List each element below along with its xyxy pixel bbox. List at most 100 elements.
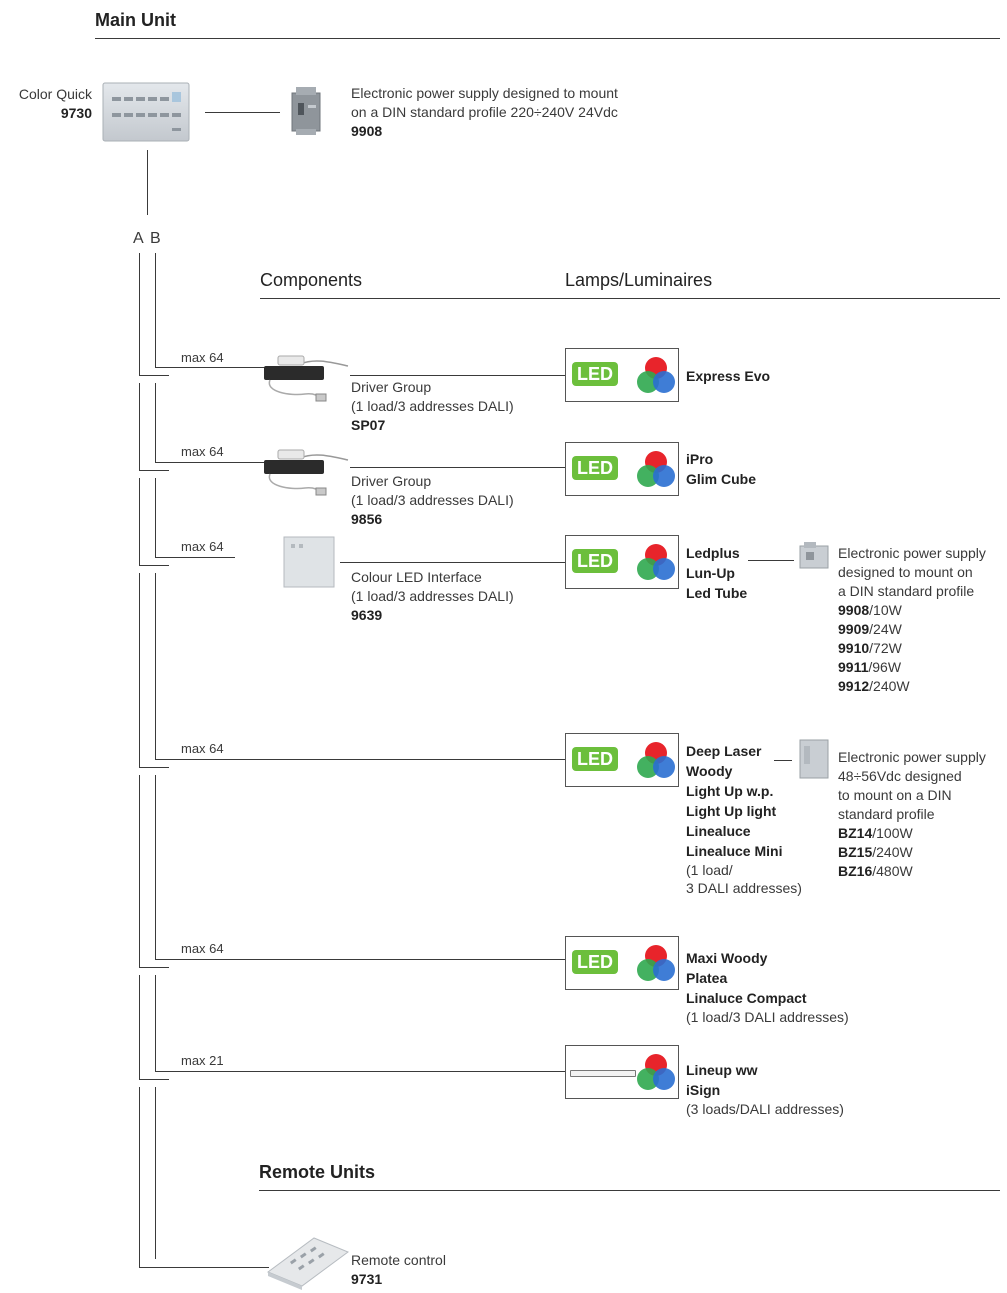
main-psu-desc-1: Electronic power supply designed to moun… [351, 84, 618, 103]
lamp-name: Linealuce Mini [686, 841, 802, 861]
lamp-name: iSign [686, 1080, 844, 1100]
row3-bus-link [155, 557, 235, 558]
psu-model-code: 9911 [838, 659, 868, 675]
lamp-name: Lun-Up [686, 563, 747, 583]
row3-psu-desc-3: a DIN standard profile [838, 582, 986, 601]
row3-lamps: Ledplus Lun-Up Led Tube [686, 543, 747, 603]
row3-component-note: (1 load/3 addresses DALI) [351, 587, 514, 606]
controller-code: 9730 [8, 104, 92, 123]
driver-group-icon [260, 446, 350, 501]
lamps-heading: Lamps/Luminaires [565, 270, 712, 291]
led-tube-icon [570, 1070, 636, 1077]
row3-lamp-box: LED [565, 535, 679, 589]
lamp-name: iPro [686, 449, 756, 469]
psu-model-code: BZ15 [838, 844, 872, 860]
din-power-supply-icon [798, 738, 830, 780]
row4-lamps: Deep Laser Woody Light Up w.p. Light Up … [686, 741, 802, 897]
row4-psu-link [774, 760, 792, 761]
row1-comp-link [350, 375, 565, 376]
row4-psu-text: Electronic power supply 48÷56Vdc designe… [838, 748, 986, 881]
psu-model-code: 9909 [838, 621, 869, 637]
row4-bus-link [155, 759, 565, 760]
lamp-name: Ledplus [686, 543, 747, 563]
din-power-supply-icon [798, 542, 830, 572]
controller-bus-drop [147, 150, 148, 215]
row1-component-name: Driver Group [351, 378, 514, 397]
row2-lamps: iPro Glim Cube [686, 449, 756, 489]
row3-psu-desc-1: Electronic power supply [838, 544, 986, 563]
rgb-color-icon [636, 739, 676, 781]
psu-model-power: /240W [872, 844, 912, 860]
row4-max: max 64 [181, 741, 224, 756]
led-interface-icon [283, 536, 335, 588]
row1-lamp-box: LED [565, 348, 679, 402]
components-heading: Components [260, 270, 362, 291]
remote-units-heading: Remote Units [259, 1162, 375, 1183]
row2-component-note: (1 load/3 addresses DALI) [351, 491, 514, 510]
main-unit-rule [95, 38, 1000, 39]
row3-component-text: Colour LED Interface (1 load/3 addresses… [351, 568, 514, 625]
row3-psu-desc-2: designed to mount on [838, 563, 986, 582]
row2-max: max 64 [181, 444, 224, 459]
psu-model-code: BZ16 [838, 863, 872, 879]
row1-bus-link [155, 367, 265, 368]
row4-note-2: 3 DALI addresses) [686, 879, 802, 897]
row4-psu-desc-2: 48÷56Vdc designed [838, 767, 986, 786]
row3-component-code: 9639 [351, 606, 514, 625]
lamp-name: Linealuce [686, 821, 802, 841]
row1-lamps: Express Evo [686, 366, 770, 386]
psu-model-power: /96W [868, 659, 901, 675]
controller-psu-link [205, 112, 280, 113]
lamp-name: Woody [686, 761, 802, 781]
psu-model-power: /72W [869, 640, 902, 656]
remote-control-icon [262, 1228, 352, 1290]
psu-model-power: /100W [872, 825, 912, 841]
row1-component-code: SP07 [351, 416, 514, 435]
psu-model-code: 9908 [838, 602, 869, 618]
row1-max: max 64 [181, 350, 224, 365]
led-badge: LED [572, 362, 618, 386]
row2-comp-link [350, 467, 565, 468]
rgb-color-icon [636, 448, 676, 490]
lamp-name: Express Evo [686, 366, 770, 386]
led-badge: LED [572, 950, 618, 974]
row4-note-1: (1 load/ [686, 861, 802, 879]
rgb-color-icon [636, 354, 676, 396]
main-unit-heading: Main Unit [95, 10, 176, 31]
lamp-name: Light Up light [686, 801, 802, 821]
psu-model-power: /240W [869, 678, 909, 694]
bus-label-a: A [133, 230, 144, 248]
driver-group-icon [260, 352, 350, 407]
controller-label: Color Quick 9730 [8, 85, 92, 123]
main-psu-desc-2: on a DIN standard profile 220÷240V 24Vdc [351, 103, 618, 122]
psu-model-power: /24W [869, 621, 902, 637]
row2-component-code: 9856 [351, 510, 514, 529]
led-badge: LED [572, 549, 618, 573]
row2-lamp-box: LED [565, 442, 679, 496]
row3-max: max 64 [181, 539, 224, 554]
remote-label: Remote control [351, 1251, 446, 1270]
row3-psu-text: Electronic power supply designed to moun… [838, 544, 986, 696]
psu-model-code: 9912 [838, 678, 869, 694]
row2-component-name: Driver Group [351, 472, 514, 491]
main-psu-text: Electronic power supply designed to moun… [351, 84, 618, 141]
row4-psu-desc-4: standard profile [838, 805, 986, 824]
lamp-name: Led Tube [686, 583, 747, 603]
row5-lamps: Maxi Woody Platea Linaluce Compact (1 lo… [686, 948, 849, 1026]
row4-lamp-box: LED [565, 733, 679, 787]
row3-component-name: Colour LED Interface [351, 568, 514, 587]
din-power-supply-icon [290, 85, 324, 137]
controller-panel-icon [102, 82, 190, 142]
row1-component-note: (1 load/3 addresses DALI) [351, 397, 514, 416]
row5-max: max 64 [181, 941, 224, 956]
main-psu-code: 9908 [351, 122, 618, 141]
lamp-name: Maxi Woody [686, 948, 849, 968]
controller-name: Color Quick [8, 85, 92, 104]
rgb-color-icon [636, 942, 676, 984]
lamp-name: Light Up w.p. [686, 781, 802, 801]
row6-lamp-box [565, 1045, 679, 1099]
lamp-name: Deep Laser [686, 741, 802, 761]
row3-comp-link [340, 562, 565, 563]
bus-label-b: B [150, 230, 161, 248]
remote-code: 9731 [351, 1270, 446, 1289]
